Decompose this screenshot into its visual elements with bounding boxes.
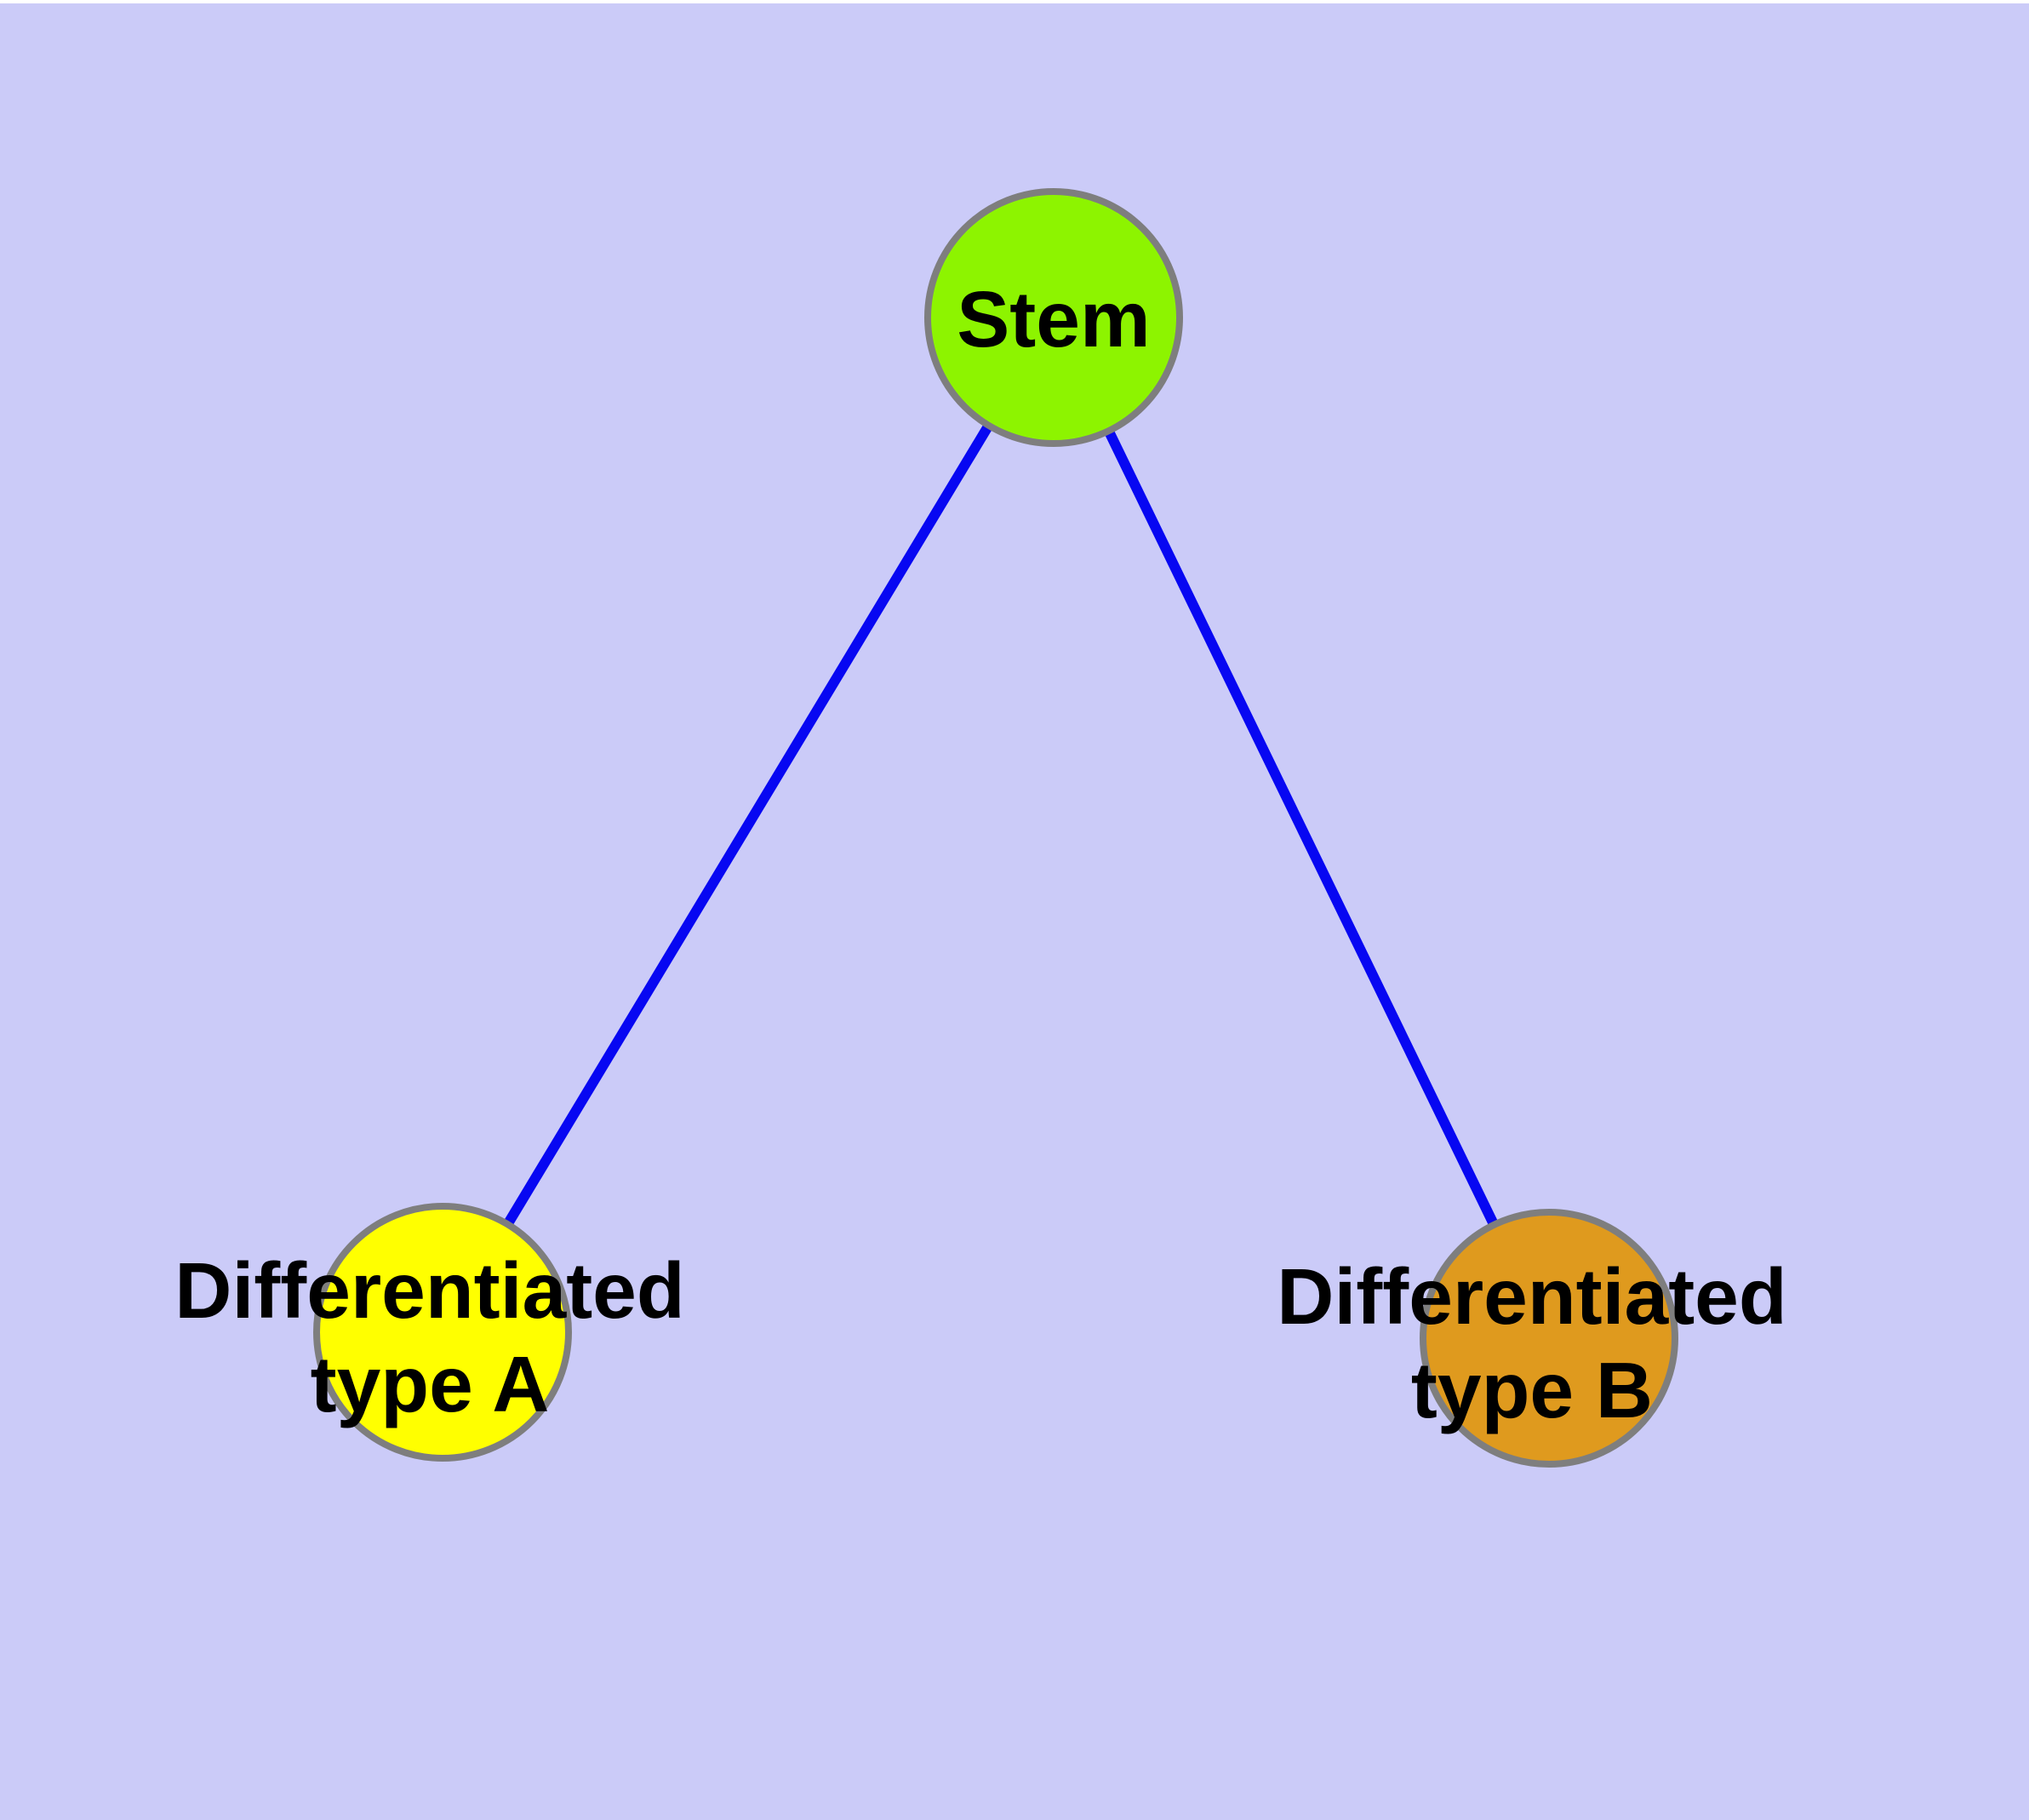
node-stem-label: Stem <box>957 275 1150 363</box>
node-differentiated-type-b <box>1420 1209 1678 1468</box>
node-differentiated-type-a <box>313 1203 572 1462</box>
edge-stem-to-differentiated-type-b <box>1049 315 1554 1341</box>
diagram-edge-layer <box>437 314 1554 1341</box>
diagram-node-layer <box>313 188 1678 1468</box>
node-stem <box>924 188 1183 447</box>
edge-stem-to-differentiated-type-a <box>437 314 1059 1336</box>
